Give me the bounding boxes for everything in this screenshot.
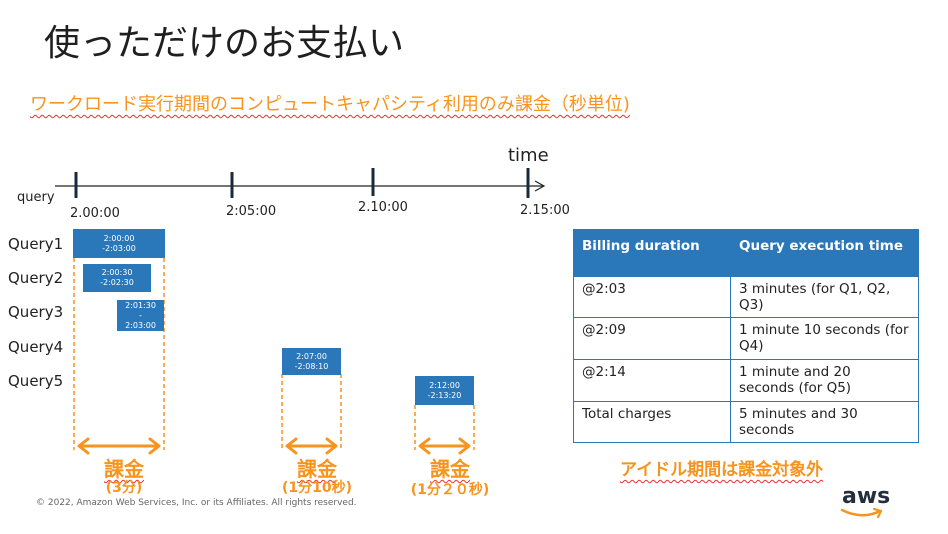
billing-duration-label: (1分10秒) xyxy=(281,480,353,496)
table-cell: Total charges xyxy=(573,401,731,443)
billing-duration-label: (3分) xyxy=(105,480,143,496)
billing-label: 課金 xyxy=(430,457,470,481)
table-row: @2:09 1 minute 10 seconds (for Q4) xyxy=(573,317,919,360)
query-execution-box: 2:00:00 -2:03:00 xyxy=(73,229,165,258)
page-title: 使っただけのお支払い xyxy=(44,23,405,64)
query-label: Query4 xyxy=(8,338,64,356)
table-cell: 1 minute 10 seconds (for Q4) xyxy=(730,317,919,360)
table-cell: 1 minute and 20 seconds (for Q5) xyxy=(730,359,919,402)
table-row: @2:03 3 minutes (for Q1, Q2, Q3) xyxy=(573,276,919,318)
table-cell: 3 minutes (for Q1, Q2, Q3) xyxy=(730,276,919,318)
billing-label: 課金 xyxy=(297,457,337,481)
idle-period-note: アイドル期間は課金対象外 xyxy=(620,460,824,480)
query-execution-box: 2:01:30 - 2:03:00 xyxy=(117,300,164,331)
timeline-arrowhead xyxy=(534,180,546,192)
table-cell: @2:09 xyxy=(573,317,731,360)
timeline-tick-label-2: 2:05:00 xyxy=(226,204,277,219)
timeline-tick-label-3: 2.10:00 xyxy=(358,200,408,215)
billing-table: Billing duration Query execution time @2… xyxy=(573,229,919,443)
table-header-cell: Query execution time xyxy=(730,229,919,277)
billing-duration-label: (1分２０秒) xyxy=(410,482,490,498)
query-execution-box: 2:07:00 -2:08:10 xyxy=(282,348,341,375)
query-label: Query2 xyxy=(8,269,64,287)
query-execution-box: 2:12:00 -2:13:20 xyxy=(415,376,474,405)
aws-logo: aws xyxy=(840,484,891,519)
timeline-tick-label-4: 2.15:00 xyxy=(520,203,570,218)
table-row: Total charges 5 minutes and 30 seconds xyxy=(573,401,919,443)
table-cell: 5 minutes and 30 seconds xyxy=(730,401,919,443)
query-label: Query1 xyxy=(8,235,64,253)
aws-smile-icon xyxy=(840,508,883,519)
table-header-cell: Billing duration xyxy=(573,229,731,277)
timeline-time-label: time xyxy=(508,145,549,166)
table-cell: @2:03 xyxy=(573,276,731,318)
table-row: @2:14 1 minute and 20 seconds (for Q5) xyxy=(573,359,919,402)
billing-label: 課金 xyxy=(104,457,144,481)
table-cell: @2:14 xyxy=(573,359,731,402)
copyright-notice: © 2022, Amazon Web Services, Inc. or its… xyxy=(36,498,357,508)
timeline-tick-label-1: 2.00:00 xyxy=(70,206,120,221)
table-header-row: Billing duration Query execution time xyxy=(573,229,919,277)
aws-logo-text: aws xyxy=(842,484,891,509)
page-subtitle: ワークロード実行期間のコンピュートキャパシティ利用のみ課金（秒単位) xyxy=(30,94,630,115)
query-label: Query3 xyxy=(8,303,64,321)
query-label: Query5 xyxy=(8,372,64,390)
timeline-axis-label: query xyxy=(17,190,55,205)
query-execution-box: 2:00:30 -2:02:30 xyxy=(83,264,151,292)
